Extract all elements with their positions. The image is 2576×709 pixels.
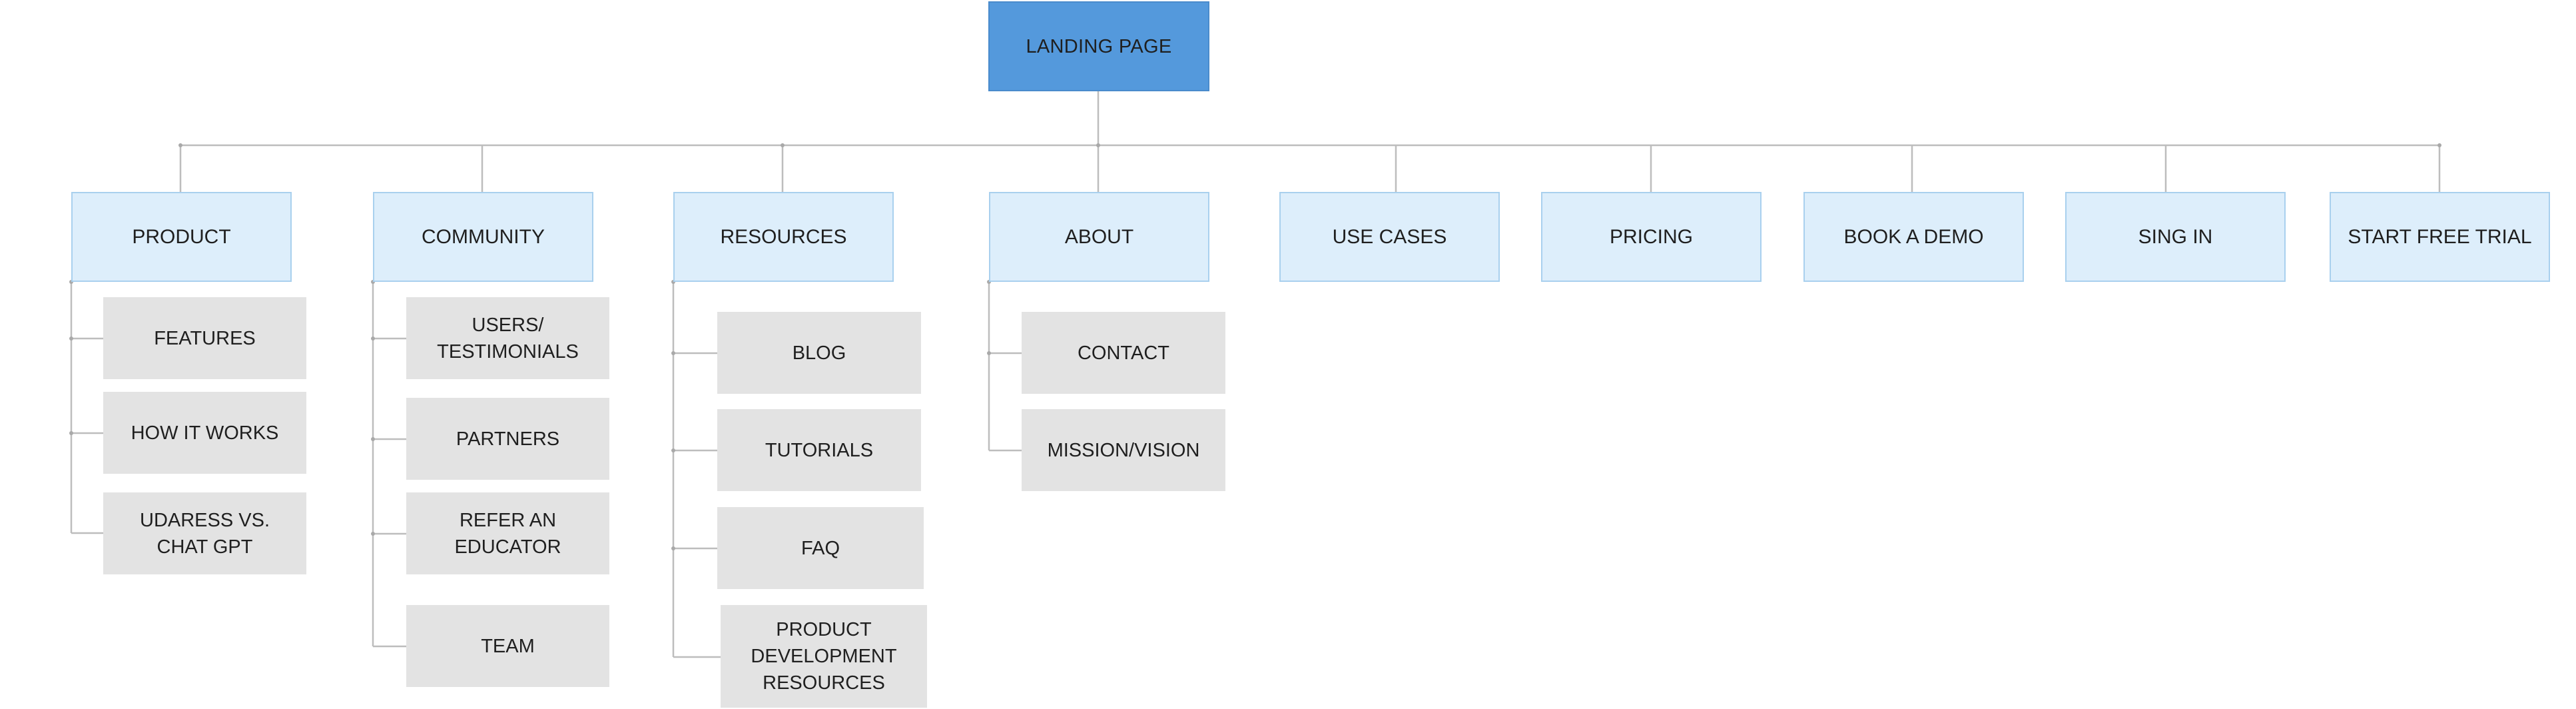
landing-page-node[interactable]: LANDING PAGE [988,1,1209,91]
product-features-node[interactable]: FEATURES [103,297,306,379]
junction-dot [671,546,675,550]
section-product-label: PRODUCT [132,225,231,248]
section-book-a-demo-node[interactable]: BOOK A DEMO [1803,192,2024,282]
resources-product-dev-label: PRODUCT DEVELOPMENT RESOURCES [751,619,897,694]
junction-dot [1096,143,1100,147]
section-pricing-label: PRICING [1609,225,1693,248]
resources-tutorials-node[interactable]: TUTORIALS [717,409,921,491]
junction-dot [69,337,73,341]
section-about-label: ABOUT [1064,225,1134,248]
product-how-it-works-label: HOW IT WORKS [131,422,279,444]
section-resources-node[interactable]: RESOURCES [673,192,894,282]
resources-blog-label: BLOG [792,342,846,364]
section-resources-label: RESOURCES [720,225,847,248]
community-refer-educator-label: REFER AN EDUCATOR [454,509,561,558]
section-community-label: COMMUNITY [422,225,545,248]
junction-dot [987,351,991,355]
section-about-node[interactable]: ABOUT [989,192,1209,282]
community-partners-label: PARTNERS [456,428,560,450]
resources-tutorials-label: TUTORIALS [765,439,874,461]
section-start-free-trial-node[interactable]: START FREE TRIAL [2330,192,2550,282]
resources-faq-node[interactable]: FAQ [717,507,924,589]
junction-dot [671,448,675,452]
resources-faq-label: FAQ [801,537,840,559]
junction-dot [69,431,73,435]
about-mission-vision-node[interactable]: MISSION/VISION [1022,409,1225,491]
junction-dot [371,337,375,341]
landing-page-label: LANDING PAGE [1026,35,1172,57]
about-contact-label: CONTACT [1077,342,1169,364]
section-sign-in-node[interactable]: SING IN [2065,192,2286,282]
section-use-cases-node[interactable]: USE CASES [1279,192,1500,282]
resources-blog-node[interactable]: BLOG [717,312,921,394]
junction-dot [371,437,375,441]
section-community-node[interactable]: COMMUNITY [373,192,593,282]
about-mission-vision-label: MISSION/VISION [1047,439,1200,461]
junction-dot [781,143,785,147]
junction-dot [178,143,182,147]
resources-product-dev-node[interactable]: PRODUCT DEVELOPMENT RESOURCES [721,605,927,708]
product-udaress-vs-chatgpt-node[interactable]: UDARESS VS. CHAT GPT [103,492,306,574]
community-refer-educator-node[interactable]: REFER AN EDUCATOR [406,492,609,574]
junction-dot [371,532,375,536]
section-pricing-node[interactable]: PRICING [1541,192,1762,282]
community-testimonials-node[interactable]: USERS/ TESTIMONIALS [406,297,609,379]
community-partners-node[interactable]: PARTNERS [406,398,609,480]
section-product-node[interactable]: PRODUCT [71,192,292,282]
product-how-it-works-node[interactable]: HOW IT WORKS [103,392,306,474]
junction-dot [671,351,675,355]
community-team-label: TEAM [481,635,535,657]
community-team-node[interactable]: TEAM [406,605,609,687]
section-use-cases-label: USE CASES [1332,225,1447,248]
section-sign-in-label: SING IN [2138,225,2213,248]
product-features-label: FEATURES [154,327,256,349]
about-contact-node[interactable]: CONTACT [1022,312,1225,394]
product-udaress-vs-chatgpt-label: UDARESS VS. CHAT GPT [140,509,270,558]
section-book-a-demo-label: BOOK A DEMO [1843,225,1984,248]
community-testimonials-label: USERS/ TESTIMONIALS [437,314,579,362]
section-start-free-trial-label: START FREE TRIAL [2348,225,2532,248]
junction-dot [2437,143,2441,147]
